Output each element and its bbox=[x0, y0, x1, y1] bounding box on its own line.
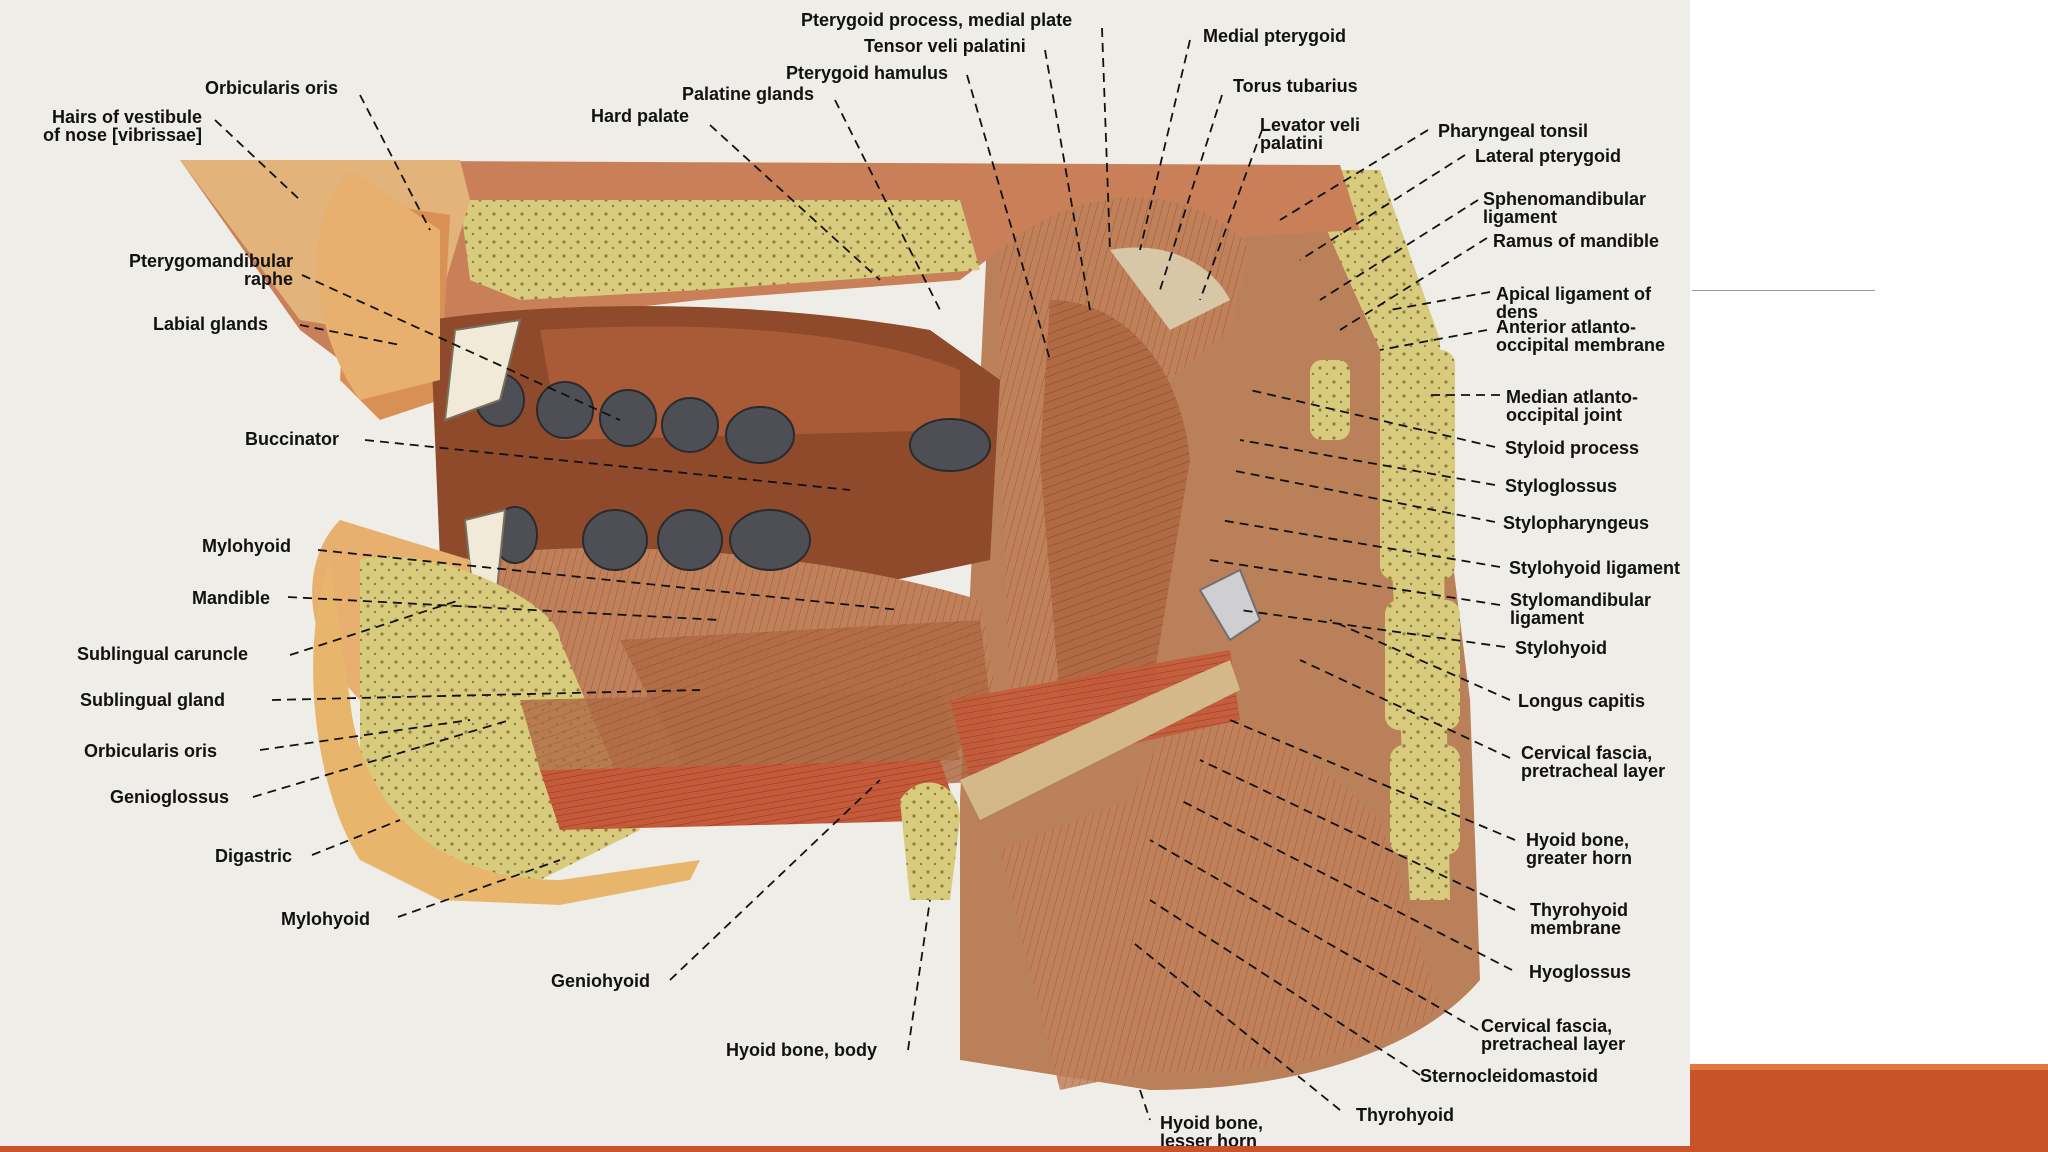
label-sublingual-caruncle: Sublingual caruncle bbox=[77, 644, 249, 664]
label-orbicularis-oris-bottom: Orbicularis oris bbox=[84, 741, 218, 761]
label-genioglossus: Genioglossus bbox=[110, 787, 230, 807]
label-line: membrane bbox=[1530, 918, 1622, 938]
anatomy-drawing bbox=[180, 27, 1516, 1121]
label-line: raphe bbox=[243, 269, 293, 289]
slide-divider-line bbox=[1692, 290, 1875, 291]
label-hyoid-bone-body: Hyoid bone, body bbox=[726, 1040, 877, 1060]
label-cervical-fascia-pretracheal-1: Cervical fascia, pretracheal layer bbox=[1521, 744, 1665, 780]
leader-lines-right bbox=[1129, 129, 1516, 1111]
label-hyoid-bone-lesser-horn: Hyoid bone, lesser horn bbox=[1160, 1114, 1263, 1150]
upper-teeth bbox=[475, 373, 991, 472]
label-line: occipital membrane bbox=[1496, 335, 1666, 355]
label-hyoglossus: Hyoglossus bbox=[1529, 962, 1632, 982]
label-line: lesser horn bbox=[1160, 1131, 1258, 1151]
label-torus-tubarius: Torus tubarius bbox=[1233, 76, 1358, 96]
label-line: Hairs of vestibule bbox=[51, 107, 202, 127]
label-styloid-process: Styloid process bbox=[1505, 438, 1640, 458]
label-line: Apical ligament of bbox=[1496, 284, 1652, 304]
label-hard-palate: Hard palate bbox=[591, 106, 690, 126]
label-line: Sphenomandibular bbox=[1483, 189, 1647, 209]
label-line: pretracheal layer bbox=[1481, 1034, 1626, 1054]
label-mylohyoid-top: Mylohyoid bbox=[202, 536, 291, 556]
label-line: of nose [vibrissae] bbox=[42, 125, 202, 145]
label-digastric: Digastric bbox=[215, 846, 293, 866]
label-pharyngeal-tonsil: Pharyngeal tonsil bbox=[1438, 121, 1589, 141]
label-line: Cervical fascia, bbox=[1481, 1016, 1613, 1036]
label-line: greater horn bbox=[1526, 848, 1633, 868]
label-thyrohyoid-membrane: Thyrohyoid membrane bbox=[1530, 901, 1628, 937]
label-line: Anterior atlanto- bbox=[1496, 317, 1637, 337]
leader-lines bbox=[214, 27, 1263, 1121]
label-hyoid-bone-greater-horn: Hyoid bone, greater horn bbox=[1526, 831, 1632, 867]
label-line: ligament bbox=[1483, 207, 1558, 227]
label-anterior-atlanto-occipital-membrane: Anterior atlanto- occipital membrane bbox=[1496, 318, 1665, 354]
label-median-atlanto-occipital-joint: Median atlanto- occipital joint bbox=[1506, 388, 1638, 424]
label-orbicularis-oris-top: Orbicularis oris bbox=[205, 78, 339, 98]
label-pterygoid-hamulus: Pterygoid hamulus bbox=[786, 63, 949, 83]
label-line: occipital joint bbox=[1506, 405, 1623, 425]
label-line: ligament bbox=[1510, 608, 1585, 628]
label-tensor-veli-palatini: Tensor veli palatini bbox=[864, 36, 1026, 56]
label-cervical-fascia-pretracheal-2: Cervical fascia, pretracheal layer bbox=[1481, 1017, 1625, 1053]
slide-bottom-strip bbox=[0, 1146, 1690, 1152]
label-stylopharyngeus: Stylopharyngeus bbox=[1503, 513, 1650, 533]
label-line: pretracheal layer bbox=[1521, 761, 1666, 781]
label-pterygoid-process-medial-plate: Pterygoid process, medial plate bbox=[801, 10, 1073, 30]
slide-accent-bar bbox=[1690, 1064, 2048, 1152]
label-line: Stylomandibular bbox=[1510, 590, 1652, 610]
label-stylomandibular-ligament: Stylomandibular ligament bbox=[1510, 591, 1651, 627]
label-mandible: Mandible bbox=[192, 588, 271, 608]
label-palatine-glands: Palatine glands bbox=[682, 84, 815, 104]
label-hairs-of-vestibule: Hairs of vestibule of nose [vibrissae] bbox=[20, 108, 202, 144]
label-geniohyoid: Geniohyoid bbox=[551, 971, 650, 991]
label-line: Median atlanto- bbox=[1506, 387, 1639, 407]
label-longus-capitis: Longus capitis bbox=[1518, 691, 1646, 711]
label-stylohyoid-ligament: Stylohyoid ligament bbox=[1509, 558, 1681, 578]
label-sphenomandibular-ligament: Sphenomandibular ligament bbox=[1483, 190, 1646, 226]
anatomy-illustration: Hairs of vestibule of nose [vibrissae] O… bbox=[0, 0, 1690, 1152]
label-medial-pterygoid: Medial pterygoid bbox=[1203, 26, 1347, 46]
label-line: Levator veli bbox=[1260, 115, 1361, 135]
label-line: dens bbox=[1496, 302, 1539, 322]
label-apical-ligament-of-dens: Apical ligament of dens bbox=[1496, 285, 1651, 321]
label-levator-veli-palatini: Levator veli palatini bbox=[1260, 116, 1360, 152]
label-line: Pterygomandibular bbox=[128, 251, 293, 271]
label-styloglossus: Styloglossus bbox=[1505, 476, 1618, 496]
label-ramus-of-mandible: Ramus of mandible bbox=[1493, 231, 1660, 251]
label-lateral-pterygoid: Lateral pterygoid bbox=[1475, 146, 1622, 166]
label-pterygomandibular-raphe: Pterygomandibular raphe bbox=[60, 252, 293, 288]
label-line: Thyrohyoid bbox=[1530, 900, 1628, 920]
label-labial-glands: Labial glands bbox=[153, 314, 269, 334]
label-line: Hyoid bone, bbox=[1160, 1113, 1263, 1133]
label-sternocleidomastoid: Sternocleidomastoid bbox=[1420, 1066, 1599, 1086]
label-line: palatini bbox=[1260, 133, 1324, 153]
label-sublingual-gland: Sublingual gland bbox=[80, 690, 225, 710]
label-stylohyoid: Stylohyoid bbox=[1515, 638, 1608, 658]
label-mylohyoid-bottom: Mylohyoid bbox=[281, 909, 370, 929]
label-thyrohyoid: Thyrohyoid bbox=[1356, 1105, 1454, 1125]
label-buccinator: Buccinator bbox=[245, 429, 340, 449]
label-line: Cervical fascia, bbox=[1521, 743, 1653, 763]
label-line: Hyoid bone, bbox=[1526, 830, 1629, 850]
slide-accent-bar-highlight bbox=[1690, 1064, 2048, 1070]
